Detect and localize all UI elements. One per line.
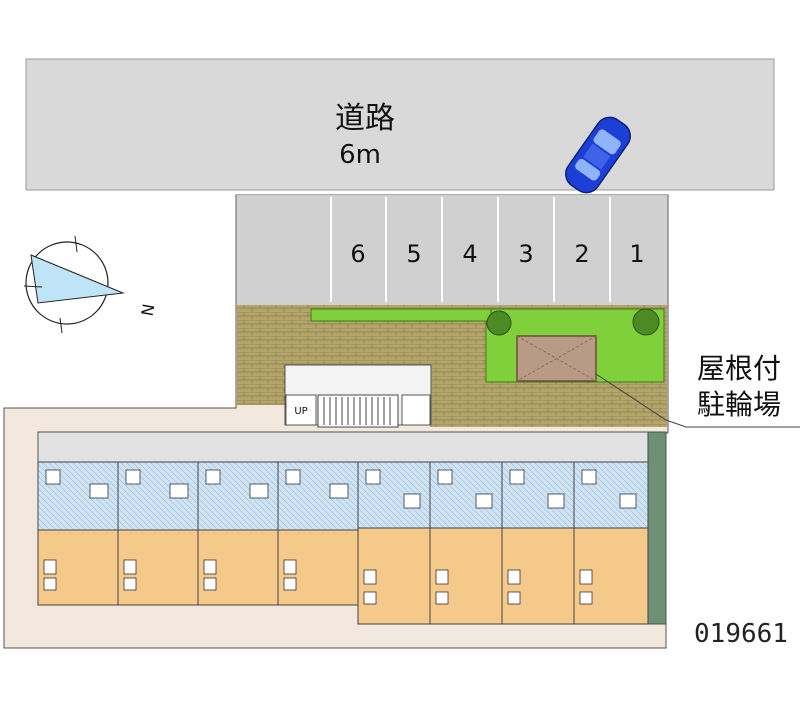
corridor — [37, 431, 651, 463]
lawn-strip — [310, 308, 492, 322]
stairs-up-label: UP — [294, 406, 307, 417]
parking-space-label: 4 — [462, 240, 477, 268]
parking-space-label: 1 — [629, 240, 644, 268]
side-wall — [647, 431, 667, 625]
stair-right — [401, 394, 431, 426]
bike-parking-label-line2: 駐輪場 — [697, 388, 781, 421]
road-name: 道路 — [335, 101, 395, 136]
unit-fixtures — [43, 469, 637, 605]
compass-north-label: N — [137, 302, 158, 317]
units-lower-row — [357, 461, 649, 625]
car-icon — [565, 116, 631, 194]
brick-paving-lower — [430, 395, 667, 427]
parking-space-label: 3 — [518, 240, 533, 268]
bike-parking-label-line1: 屋根付 — [697, 352, 781, 385]
tree-icon — [486, 310, 512, 336]
parking-space-label: 6 — [350, 240, 365, 268]
bike-shed-roof-lines — [516, 335, 597, 382]
compass-icon: N — [23, 235, 158, 334]
parking-space-label: 2 — [574, 240, 589, 268]
stair-steps — [317, 394, 399, 428]
road — [25, 58, 775, 191]
units-upper-row — [37, 461, 359, 606]
bike-parking-leader — [595, 373, 800, 428]
parking-dividers — [330, 197, 611, 302]
parking-area — [237, 195, 667, 305]
road-width: 6m — [339, 140, 381, 170]
parking-space-label: 5 — [406, 240, 421, 268]
tree-icon — [632, 308, 660, 336]
parking-space-labels: 6 5 4 3 2 1 — [350, 240, 644, 268]
stair-left — [285, 394, 317, 426]
property-code: 019661 — [694, 619, 788, 649]
